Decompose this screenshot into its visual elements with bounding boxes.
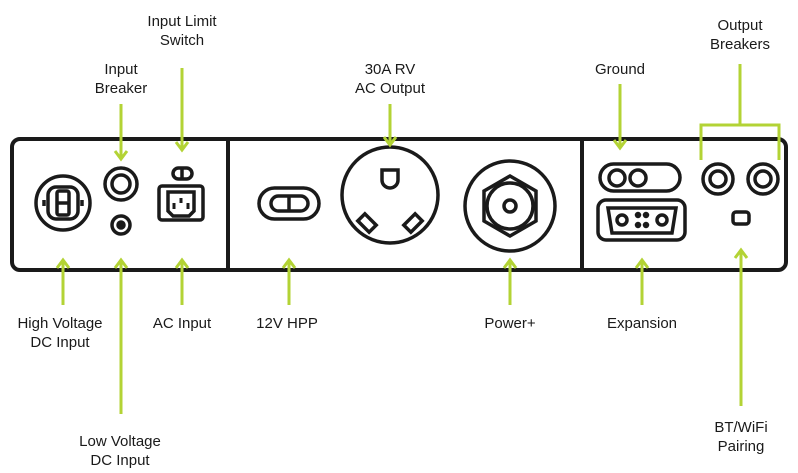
high-voltage-dc-port-icon (34, 174, 92, 232)
rv-30a-outlet-icon (340, 145, 440, 245)
input-limit-switch-icon (171, 166, 194, 181)
pointer-ac-input (174, 257, 190, 305)
label-expansion: Expansion (606, 315, 678, 332)
bt-wifi-button-icon (731, 210, 751, 226)
ac-input-socket-icon (157, 184, 205, 222)
pointer-input-breaker (113, 104, 129, 162)
label-ground: Ground (594, 61, 646, 78)
pointer-ground (612, 84, 628, 151)
output-breaker-icon (701, 162, 780, 196)
device-back-panel (10, 137, 788, 272)
label-bt-wifi: BT/WiFi Pairing (714, 419, 768, 455)
pointer-high-voltage-dc (55, 257, 71, 305)
label-input-limit-switch: Input Limit Switch (147, 13, 217, 49)
label-ac-input: AC Input (152, 315, 212, 332)
pointer-bt-wifi (733, 247, 749, 406)
label-power-plus: Power+ (484, 315, 536, 332)
label-high-voltage-dc: High Voltage DC Input (17, 315, 103, 351)
pointer-input-limit-switch (174, 68, 190, 153)
power-plus-port-icon (463, 159, 557, 253)
pointer-expansion (634, 257, 650, 305)
low-voltage-dc-port-icon (110, 214, 132, 236)
pointer-hpp-12v (281, 257, 297, 305)
pointer-low-voltage-dc (113, 257, 129, 414)
input-breaker-icon (103, 166, 139, 202)
hpp-12v-port-icon (257, 186, 321, 221)
label-rv-output: 30A RV AC Output (354, 61, 426, 97)
label-low-voltage-dc: Low Voltage DC Input (79, 433, 161, 469)
pointer-rv-output (382, 104, 398, 148)
label-input-breaker: Input Breaker (94, 61, 148, 97)
label-hpp-12v: 12V HPP (256, 315, 318, 332)
ground-terminal-icon (598, 162, 682, 193)
expansion-port-icon (596, 198, 687, 242)
pointer-output-breakers (699, 64, 781, 160)
label-output-breakers: Output Breakers (709, 17, 771, 53)
pointer-power-plus (502, 257, 518, 305)
